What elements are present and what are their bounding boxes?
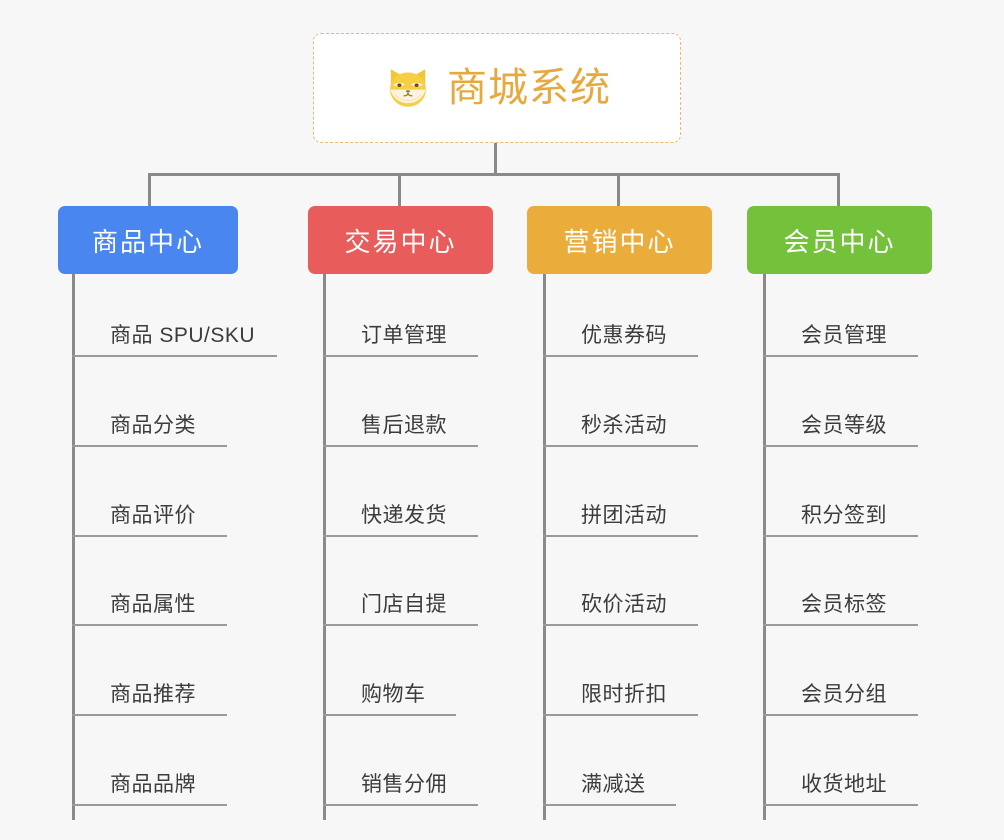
leaf-item[interactable]: 会员标签 [763,578,918,626]
leaf-label: 订单管理 [361,324,447,347]
column-header-trade-center[interactable]: 交易中心 [308,206,493,274]
leaf-item[interactable]: 商品评价 [72,489,227,537]
column-header-member-center[interactable]: 会员中心 [747,206,932,274]
leaf-item[interactable]: 会员分组 [763,668,918,716]
leaf-rule [763,804,918,806]
column-spine-2 [323,274,326,820]
leaf-rule [323,714,456,716]
leaf-item[interactable]: 购物车 [323,668,456,716]
leaf-item[interactable]: 优惠券码 [543,309,698,357]
leaf-item[interactable]: 积分签到 [763,489,918,537]
leaf-item[interactable]: 会员管理 [763,309,918,357]
leaf-item[interactable]: 商品推荐 [72,668,227,716]
leaf-label: 优惠券码 [581,324,667,347]
connector-drop-2 [398,173,401,206]
leaf-rule [543,355,698,357]
leaf-label: 砍价活动 [581,593,667,616]
leaf-item[interactable]: 订单管理 [323,309,478,357]
leaf-item[interactable]: 满减送 [543,758,676,806]
leaf-rule [72,804,227,806]
leaf-label: 拼团活动 [581,504,667,527]
leaf-rule [763,624,918,626]
leaf-rule [763,535,918,537]
leaf-rule [72,714,227,716]
connector-horizontal-bus [148,173,840,176]
leaf-rule [72,355,277,357]
leaf-item[interactable]: 商品 SPU/SKU [72,309,277,357]
column-spine-4 [763,274,766,820]
leaf-label: 限时折扣 [581,683,667,706]
leaf-label: 满减送 [581,773,646,796]
leaf-rule [543,624,698,626]
leaf-item[interactable]: 拼团活动 [543,489,698,537]
leaf-rule [323,445,478,447]
column-header-label: 营销中心 [563,226,676,257]
leaf-item[interactable]: 收货地址 [763,758,918,806]
leaf-item[interactable]: 秒杀活动 [543,399,698,447]
leaf-rule [543,535,698,537]
leaf-rule [763,714,918,716]
leaf-item[interactable]: 商品品牌 [72,758,227,806]
leaf-rule [323,355,478,357]
leaf-rule [763,445,918,447]
leaf-rule [72,535,227,537]
leaf-item[interactable]: 限时折扣 [543,668,698,716]
root-title: 商城系统 [447,66,611,110]
leaf-label: 售后退款 [361,414,447,437]
leaf-rule [323,535,478,537]
leaf-label: 商品属性 [110,593,196,616]
leaf-rule [763,355,918,357]
leaf-item[interactable]: 销售分佣 [323,758,478,806]
leaf-rule [72,445,227,447]
leaf-label: 商品分类 [110,414,196,437]
column-spine-3 [543,274,546,820]
leaf-rule [543,445,698,447]
leaf-label: 会员管理 [801,324,887,347]
column-header-product-center[interactable]: 商品中心 [58,206,238,274]
leaf-label: 商品推荐 [110,683,196,706]
leaf-item[interactable]: 会员等级 [763,399,918,447]
leaf-label: 商品 SPU/SKU [110,324,256,347]
leaf-label: 秒杀活动 [581,414,667,437]
leaf-label: 商品评价 [110,504,196,527]
leaf-item[interactable]: 快递发货 [323,489,478,537]
leaf-item[interactable]: 商品分类 [72,399,227,447]
connector-root-stem [494,143,497,175]
column-header-label: 交易中心 [344,226,457,257]
leaf-label: 购物车 [361,683,426,706]
leaf-item[interactable]: 售后退款 [323,399,478,447]
column-header-label: 会员中心 [783,226,896,257]
column-header-marketing-center[interactable]: 营销中心 [527,206,712,274]
leaf-rule [323,804,478,806]
leaf-label: 商品品牌 [110,773,196,796]
leaf-rule [323,624,478,626]
leaf-label: 快递发货 [361,504,447,527]
leaf-item[interactable]: 商品属性 [72,578,227,626]
leaf-label: 会员分组 [801,683,887,706]
column-header-label: 商品中心 [91,226,204,257]
leaf-label: 销售分佣 [361,773,447,796]
leaf-label: 会员标签 [801,593,887,616]
connector-drop-4 [837,173,840,206]
leaf-rule [72,624,227,626]
column-spine-1 [72,274,75,820]
leaf-rule [543,714,698,716]
leaf-item[interactable]: 砍价活动 [543,578,698,626]
leaf-label: 门店自提 [361,593,447,616]
leaf-item[interactable]: 门店自提 [323,578,478,626]
connector-drop-1 [148,173,151,206]
leaf-rule [543,804,676,806]
leaf-label: 会员等级 [801,414,887,437]
leaf-label: 积分签到 [801,504,887,527]
leaf-label: 收货地址 [801,773,887,796]
connector-drop-3 [617,173,620,206]
shiba-dog-icon [390,69,426,107]
root-node[interactable]: 商城系统 [313,33,681,143]
